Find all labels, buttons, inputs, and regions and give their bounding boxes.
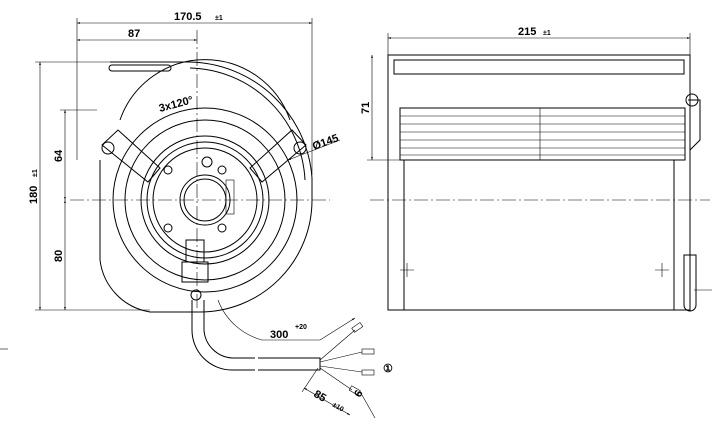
dim-lower: 80 [53,250,65,262]
cable-length-tol: +20 [295,324,307,331]
strip-length: 85 [312,388,329,405]
front-view [70,30,375,396]
dim-impeller-height: 71 [360,102,372,114]
note-marker: ① [383,363,393,375]
diameter-label: Ø145 [311,132,340,152]
strip-length-tol: ±10 [331,402,345,414]
dim-offset: 87 [128,28,140,40]
mounting-arm-left [101,129,161,183]
dim-upper: 64 [53,149,65,162]
dim-height-tol: ±1 [32,169,39,177]
dim-length: 215 [518,26,536,38]
dim-width: 170.5 [174,11,202,23]
angle-label: 3x120° [158,94,195,115]
impeller-blades [400,115,685,156]
dim-height: 180 [28,186,40,204]
cable-length: 300 [270,329,288,341]
dim-width-tol: ±1 [215,15,223,22]
front-dimensions: 170.5 ±1 87 180 ±1 64 80 3x120° Ø145 300… [0,11,393,419]
side-dimensions: 215 ±1 71 [360,26,691,161]
side-view [370,54,712,312]
mounting-arm-right [249,129,307,183]
dim-length-tol: ±1 [543,30,551,37]
wire-end-length: 6 [352,388,365,399]
